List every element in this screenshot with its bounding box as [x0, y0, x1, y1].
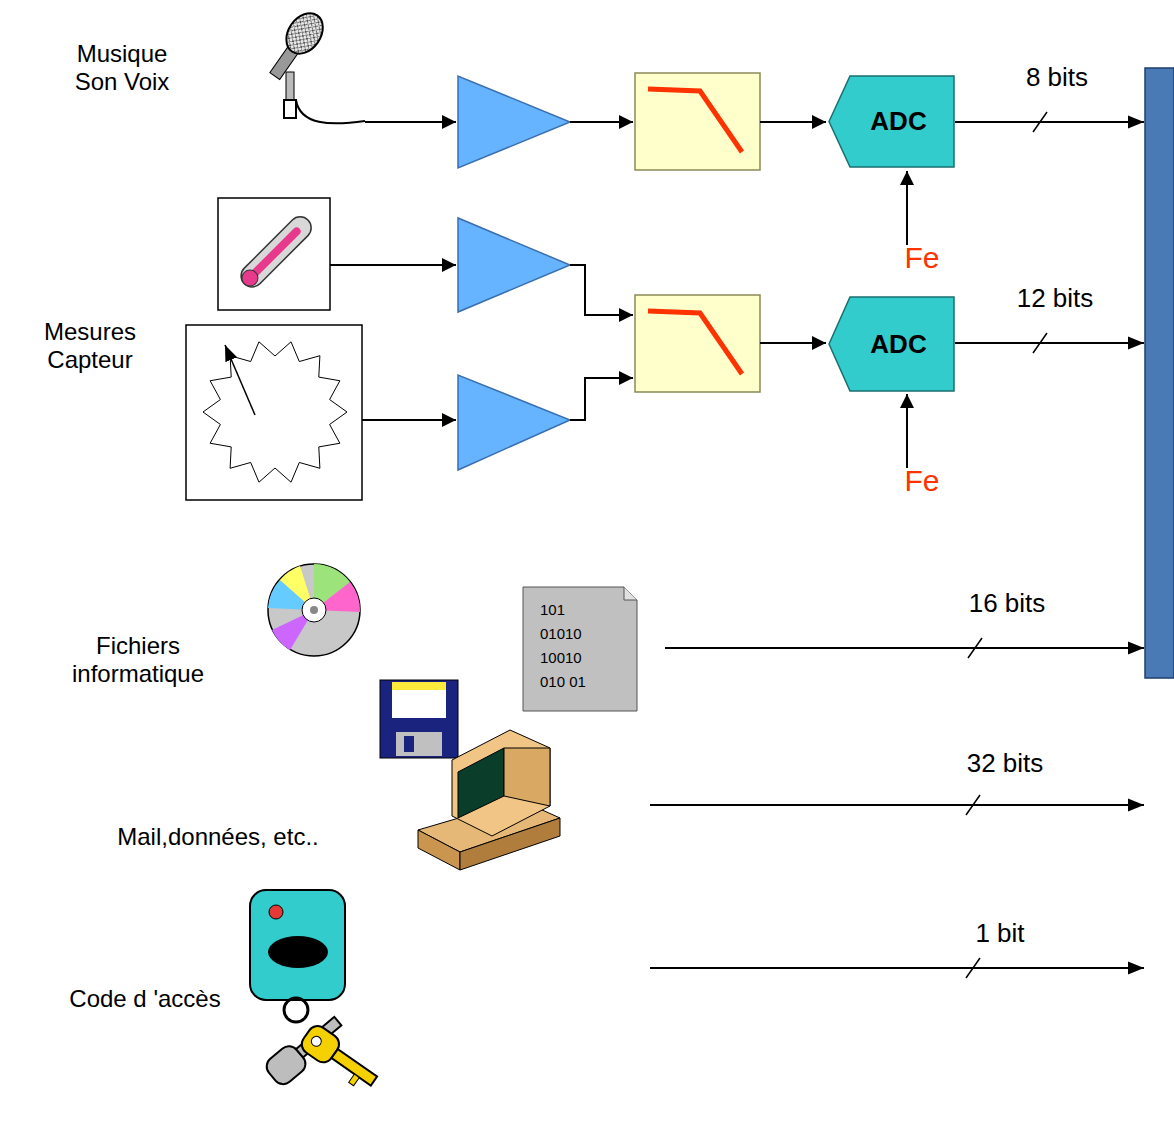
- filter-response: [648, 89, 742, 152]
- potentiometer-icon: [186, 325, 362, 500]
- file-icon: 101 01010 10010 010 01: [522, 586, 638, 712]
- bus-width: 32 bits: [945, 748, 1065, 778]
- bus-width: 1 bit: [945, 918, 1055, 948]
- source-label: Code d 'accès: [50, 985, 240, 1013]
- computer-icon: [418, 730, 560, 870]
- adc-shape: [829, 297, 954, 391]
- adc-shape: [829, 76, 954, 167]
- sampling-frequency: Fe: [887, 463, 957, 498]
- floppy-icon: [380, 680, 458, 758]
- filter-response: [648, 311, 742, 374]
- bus-line: [650, 967, 1144, 969]
- block-label: ADC: [828, 329, 955, 360]
- bus-width: 12 bits: [995, 283, 1115, 313]
- amplifier: [458, 76, 570, 168]
- low-pass-filter: [635, 295, 760, 392]
- clock-arrow: [906, 394, 908, 468]
- source-label: Mesures Capteur: [30, 318, 150, 374]
- amplifier: [458, 218, 570, 312]
- document-shape: [523, 587, 637, 711]
- folded-corner: [624, 587, 637, 600]
- clock-arrow: [906, 171, 908, 245]
- bus-width: 16 bits: [947, 588, 1067, 618]
- remote-key-icon: [250, 890, 382, 1094]
- adc-block: ADC: [828, 296, 955, 392]
- bus-line: [955, 342, 1144, 344]
- bus-line: [650, 804, 1144, 806]
- amplifier: [458, 375, 570, 470]
- adc-block: ADC: [828, 75, 955, 168]
- bus-line: [665, 647, 1144, 649]
- bus-bar: [1145, 68, 1174, 678]
- low-pass-filter: [635, 73, 760, 170]
- file-content: 101 01010 10010 010 01: [522, 586, 596, 694]
- resistor-symbol: [203, 342, 347, 482]
- source-label: Fichiers informatique: [48, 632, 228, 688]
- cd-icon: [268, 564, 360, 656]
- source-label: Musique Son Voix: [62, 40, 182, 96]
- block-label: ADC: [828, 106, 955, 137]
- thermometer-icon: [218, 198, 330, 310]
- bus-line: [955, 121, 1144, 123]
- bus-width: 8 bits: [1002, 62, 1112, 92]
- sampling-frequency: Fe: [887, 240, 957, 275]
- microphone-icon: [262, 6, 365, 123]
- source-label: Mail,données, etc..: [33, 823, 403, 851]
